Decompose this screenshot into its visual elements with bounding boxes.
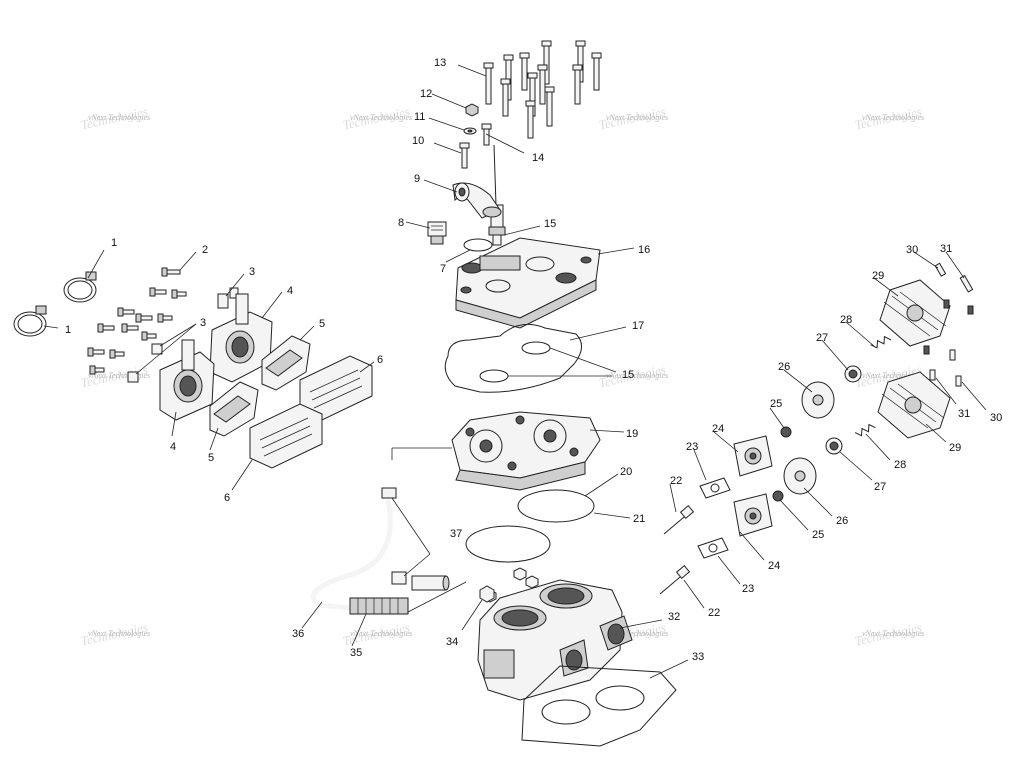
- exhaust-valves: [659, 505, 695, 595]
- watermark-text: vNext Technologies: [862, 371, 924, 380]
- callout-4: 4: [287, 285, 293, 297]
- callout-19: 19: [626, 428, 638, 440]
- callout-29: 29: [949, 442, 961, 454]
- callout-37: 37: [450, 528, 462, 540]
- callout-1: 1: [65, 324, 71, 336]
- callout-21: 21: [633, 513, 645, 525]
- watermark-text: vNext Technologies: [862, 113, 924, 122]
- callout-24: 24: [712, 423, 724, 435]
- thermostat: [427, 221, 447, 245]
- valve-housings: [733, 435, 773, 537]
- watermark-text: vNext Technologies: [88, 113, 150, 122]
- cover-screws: [923, 262, 974, 387]
- callout-15: 15: [544, 218, 556, 230]
- watermark-text: vNext Technologies: [88, 629, 150, 638]
- callout-17: 17: [632, 320, 644, 332]
- cylinder-o-ring-lower: [465, 525, 551, 563]
- bypass-hose: [310, 487, 397, 611]
- head-bolts-long: [483, 40, 602, 139]
- cylinder-block: [477, 579, 633, 701]
- callout-20: 20: [620, 466, 632, 478]
- callout-3: 3: [200, 317, 206, 329]
- intake-screws: [87, 267, 187, 375]
- cylinder-o-ring-upper: [517, 489, 595, 523]
- callout-23: 23: [686, 441, 698, 453]
- callout-27: 27: [816, 332, 828, 344]
- watermark-text: vNext Technologies: [350, 113, 412, 122]
- callout-27: 27: [874, 481, 886, 493]
- callout-26: 26: [778, 361, 790, 373]
- watermark-text: vNext Technologies: [606, 113, 668, 122]
- ribbed-hose-coupling: [349, 597, 409, 615]
- intake-manifolds: [159, 293, 273, 421]
- callout-28: 28: [894, 459, 906, 471]
- callout-30: 30: [990, 412, 1002, 424]
- cylinder-head: [455, 237, 601, 329]
- valve-diaphragms: [783, 381, 835, 495]
- callout-28: 28: [840, 314, 852, 326]
- callout-6: 6: [224, 492, 230, 504]
- callout-31: 31: [940, 243, 952, 255]
- callout-10: 10: [412, 135, 424, 147]
- head-gasket: [444, 323, 582, 393]
- o-ring: [463, 238, 493, 252]
- callout-labels: 1123344556678910111213141515161719202122…: [65, 57, 1002, 663]
- callout-15: 15: [622, 369, 634, 381]
- hose-fittings: [391, 571, 450, 591]
- callout-9: 9: [414, 173, 420, 185]
- diaphragm-nuts: [772, 426, 792, 502]
- callout-5: 5: [208, 452, 214, 464]
- valve-springs: [854, 335, 892, 437]
- watermark-text: vNext Technologies: [862, 629, 924, 638]
- callout-35: 35: [350, 647, 362, 659]
- watermark-text: vNext Technologies: [88, 371, 150, 380]
- callout-23: 23: [742, 583, 754, 595]
- callout-13: 13: [434, 57, 446, 69]
- callout-26: 26: [836, 515, 848, 527]
- callout-22: 22: [670, 475, 682, 487]
- callout-2: 2: [202, 244, 208, 256]
- exhaust-valve-covers: [877, 279, 951, 439]
- callout-16: 16: [638, 244, 650, 256]
- callout-7: 7: [440, 263, 446, 275]
- reed-spacers: [209, 335, 311, 437]
- head-cover-insert: [451, 411, 601, 491]
- callout-33: 33: [692, 651, 704, 663]
- callout-31: 31: [958, 408, 970, 420]
- hose-clamps: [13, 271, 97, 337]
- callout-32: 32: [668, 611, 680, 623]
- small-hardware-top: [459, 103, 492, 169]
- callout-4: 4: [170, 441, 176, 453]
- intake-fittings: [127, 287, 239, 383]
- callout-22: 22: [708, 607, 720, 619]
- watermark-text: vNext Technologies: [350, 629, 412, 638]
- callout-5: 5: [319, 318, 325, 330]
- callout-36: 36: [292, 628, 304, 640]
- callout-14: 14: [532, 152, 544, 164]
- callout-24: 24: [768, 560, 780, 572]
- watermark-text: vNext Technologies: [606, 371, 668, 380]
- callout-11: 11: [414, 111, 425, 123]
- valve-gaskets: [697, 477, 731, 559]
- callout-30: 30: [906, 244, 918, 256]
- callout-3: 3: [249, 266, 255, 278]
- valve-pistons: [825, 365, 862, 455]
- leader-lines: [43, 64, 987, 679]
- cylinder-base-gasket: [521, 665, 677, 747]
- callout-25: 25: [812, 529, 824, 541]
- callout-25: 25: [770, 398, 782, 410]
- callout-34: 34: [446, 636, 458, 648]
- callout-29: 29: [872, 270, 884, 282]
- temperature-sensor: [488, 144, 506, 246]
- reed-valve-blocks: [249, 355, 373, 469]
- watermark-text: vNext Technologies: [606, 629, 668, 638]
- callout-1: 1: [111, 237, 117, 249]
- water-outlet-elbow: [452, 182, 502, 219]
- callout-6: 6: [377, 354, 383, 366]
- callout-12: 12: [420, 88, 432, 100]
- callout-8: 8: [398, 217, 404, 229]
- hex-nut: [479, 585, 495, 603]
